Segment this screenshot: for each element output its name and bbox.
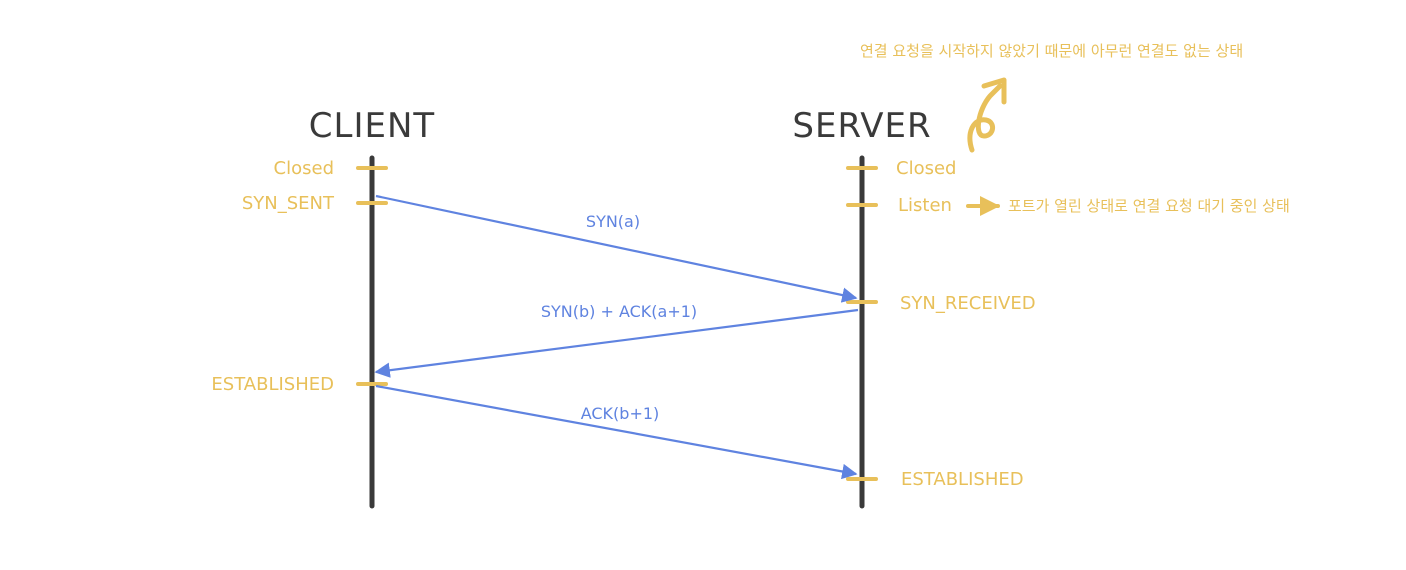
ack-arrow bbox=[375, 384, 858, 480]
ack-label: ACK(b+1) bbox=[581, 404, 660, 423]
client-state-closed: Closed bbox=[274, 158, 334, 179]
client-title: CLIENT bbox=[309, 106, 435, 146]
syn-ack-label: SYN(b) + ACK(a+1) bbox=[541, 302, 697, 321]
server-state-established: ESTABLISHED bbox=[901, 469, 1024, 490]
client-state-syn-sent: SYN_SENT bbox=[242, 193, 335, 214]
client-state-established: ESTABLISHED bbox=[211, 374, 334, 395]
syn-ack-arrow bbox=[374, 308, 859, 378]
listen-note: 포트가 열린 상태로 연결 요청 대기 중인 상태 bbox=[1008, 197, 1290, 215]
server-state-syn-received: SYN_RECEIVED bbox=[900, 293, 1036, 314]
closed-note: 연결 요청을 시작하지 않았기 때문에 아무런 연결도 없는 상태 bbox=[860, 42, 1243, 60]
closed-note-arrow bbox=[967, 83, 1003, 153]
server-state-listen: Listen bbox=[898, 195, 952, 216]
closed-note-arrowhead bbox=[981, 77, 1007, 105]
syn-arrow bbox=[375, 194, 858, 303]
syn-label: SYN(a) bbox=[586, 212, 640, 231]
server-title: SERVER bbox=[792, 106, 931, 146]
server-state-closed: Closed bbox=[896, 158, 956, 179]
